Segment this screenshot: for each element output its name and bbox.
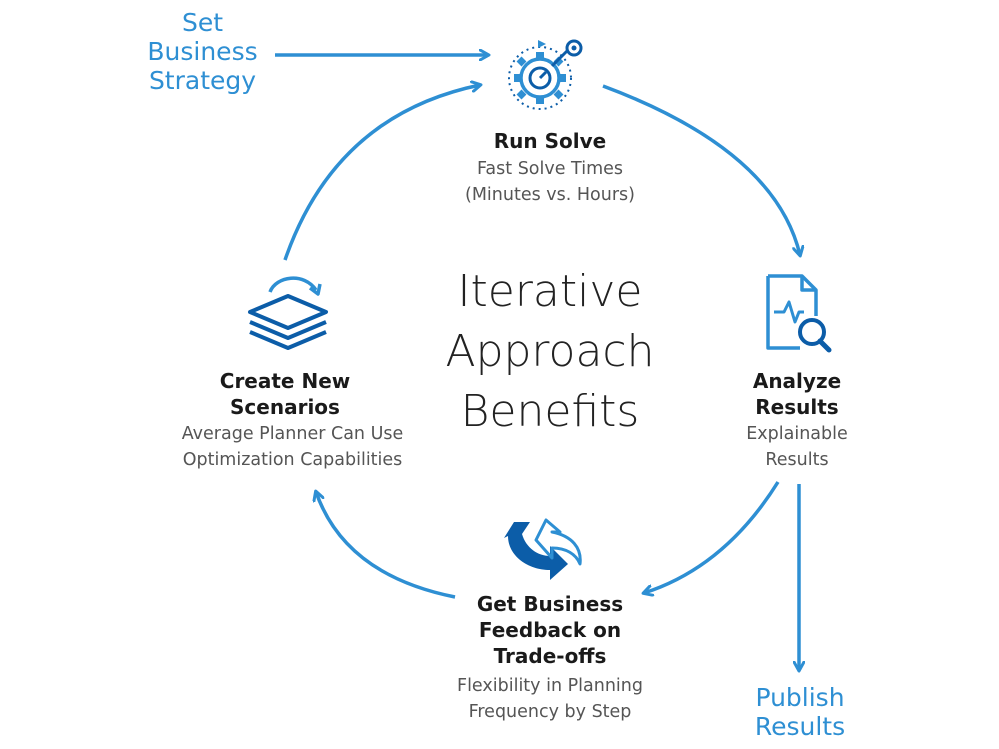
arrow-analyze-to-feedback	[644, 481, 780, 593]
layers-refresh-icon	[248, 276, 328, 350]
document-magnifier-icon	[766, 274, 832, 353]
publish-results-label: Publish Results	[754, 683, 846, 741]
business-feedback-title: Get Business Feedback on Trade-offs	[476, 592, 624, 668]
arrow-scenarios-to-solve	[283, 85, 480, 261]
center-title: Iterative Approach Benefits	[445, 266, 655, 437]
business-feedback-description: Flexibility in Planning Frequency by Ste…	[457, 676, 643, 722]
arrow-solve-to-analyze	[602, 84, 800, 255]
gear-target-icon	[508, 39, 583, 110]
analyze-results-description: Explainable Results	[746, 424, 848, 470]
analyze-results-title: Analyze Results	[752, 369, 842, 419]
run-solve-title: Run Solve	[493, 129, 607, 153]
arrow-feedback-to-scenarios	[316, 492, 456, 599]
run-solve-description: Fast Solve Times (Minutes vs. Hours)	[465, 159, 635, 205]
set-business-strategy-label: Set Business Strategy	[147, 8, 258, 95]
exchange-arrows-icon	[504, 518, 582, 580]
create-scenarios-description: Average Planner Can Use Optimization Cap…	[181, 424, 404, 470]
create-scenarios-title: Create New Scenarios	[219, 369, 351, 419]
